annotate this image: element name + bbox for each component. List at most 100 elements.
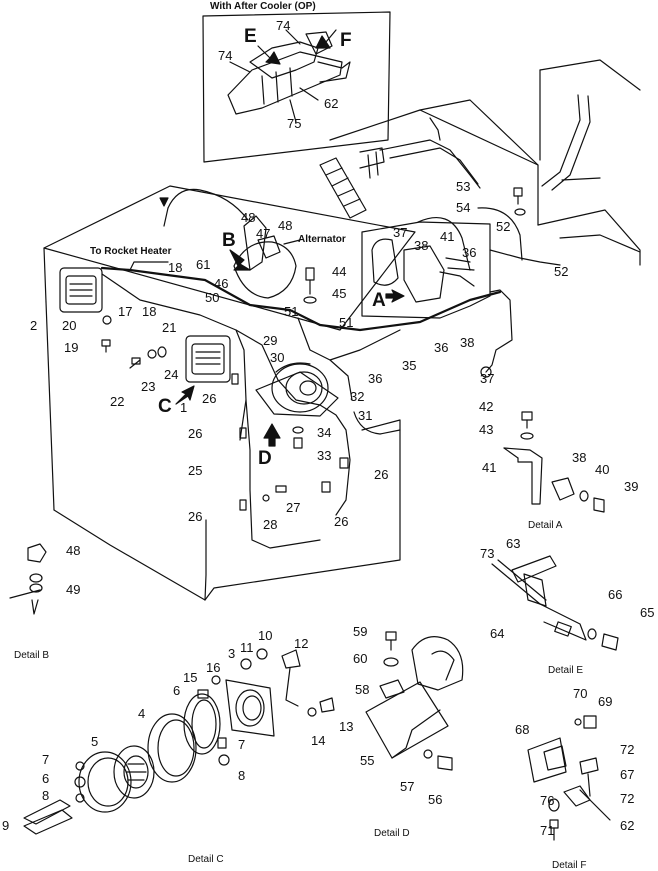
part-number-label: 48 [66,543,80,558]
part-number-label: 41 [440,229,454,244]
part-number-label: 53 [456,179,470,194]
heater-plug-center [185,335,231,383]
part-number-label: 58 [355,682,369,697]
part-number-label: 25 [188,463,202,478]
part-number-label: 12 [294,636,308,651]
part-number-label: 72 [620,742,634,757]
part-number-label: 20 [62,318,76,333]
fasteners-main [101,187,526,511]
part-number-label: 71 [540,823,554,838]
part-number-label: 38 [460,335,474,350]
part-number-label: 51 [284,304,298,319]
view-letter-b: B [222,230,236,251]
aftercooler-caption: With After Cooler (OP) [210,1,316,12]
part-number-label: 62 [620,818,634,833]
part-number-label: 38 [414,238,428,253]
part-number-label: 73 [480,546,494,561]
part-number-label: 27 [286,500,300,515]
part-number-label: 63 [506,536,520,551]
view-letter-f: F [340,30,352,51]
part-number-label: 55 [360,753,374,768]
part-number-label: 28 [263,517,277,532]
part-number-label: 8 [42,788,49,803]
part-number-label: 8 [238,768,245,783]
view-letter-d: D [258,448,272,469]
part-number-label: 75 [287,116,301,131]
alternator-assembly [233,215,301,299]
detail-a-caption: Detail A [528,520,563,531]
part-number-label: 7 [42,752,49,767]
part-number-label: 24 [164,367,178,382]
detail-d-caption: Detail D [374,828,410,839]
part-number-label: 39 [624,479,638,494]
detail-c-caption: Detail C [188,854,224,865]
part-number-label: 70 [573,686,587,701]
part-number-label: 51 [339,315,353,330]
detail-e: Detail E [491,555,619,676]
part-number-label: 37 [393,225,407,240]
part-number-label: 57 [400,779,414,794]
part-number-label: 74 [218,48,232,63]
view-letter-e: E [244,26,257,47]
part-number-label: 5 [91,734,98,749]
inset-pipe [317,61,351,83]
part-number-label: 52 [496,219,510,234]
part-number-label: 46 [214,276,228,291]
part-number-label: 13 [339,719,353,734]
main-housing [43,59,641,601]
part-number-label: 50 [205,290,219,305]
part-number-label: 60 [353,651,367,666]
part-number-label: 18 [168,260,182,275]
alternator-caption: Alternator [298,234,346,245]
part-number-label: 61 [196,257,210,272]
part-number-label: 18 [142,304,156,319]
part-number-label: 22 [110,394,124,409]
detail-f: Detail F [527,715,611,871]
arrow-d-icon [263,423,281,447]
view-letter-a: A [372,290,386,311]
part-number-label: 54 [456,200,470,215]
part-number-label: 14 [311,733,325,748]
arrow-f-icon [315,29,337,49]
part-number-label: 47 [256,226,270,241]
view-letter-c: C [158,396,172,417]
part-number-label: 74 [276,18,290,33]
part-number-label: 6 [173,683,180,698]
part-number-label: 36 [434,340,448,355]
arrow-c-icon [175,385,195,405]
tube-end-icon [159,197,169,207]
part-number-label: 4 [138,706,145,721]
part-number-label: 38 [572,450,586,465]
part-number-label: 16 [206,660,220,675]
part-number-label: 33 [317,448,331,463]
part-number-label: 72 [620,791,634,806]
part-number-label: 67 [620,767,634,782]
part-number-label: 48 [278,218,292,233]
part-number-label: 26 [334,514,348,529]
corrugated-tube [319,157,367,219]
part-number-label: 26 [374,467,388,482]
part-number-label: 62 [324,96,338,111]
detail-b: Detail B [9,543,49,661]
part-number-label: 26 [188,426,202,441]
part-number-label: 43 [479,422,493,437]
detail-b-caption: Detail B [14,650,49,661]
part-number-label: 3 [228,646,235,661]
arrow-e-icon [257,45,281,65]
rocket-heater-caption: To Rocket Heater [90,246,172,257]
part-number-label: 11 [240,640,254,655]
part-number-label: 2 [30,318,37,333]
detail-f-caption: Detail F [552,860,586,871]
part-number-label: 29 [263,333,277,348]
part-number-label: 10 [258,628,272,643]
part-number-label: 37 [480,371,494,386]
part-number-label: 42 [479,399,493,414]
detail-c: Detail C [23,648,335,865]
harness-routing [100,94,591,549]
part-number-label: 15 [183,670,197,685]
cylinder-component [255,362,339,417]
part-number-label: 59 [353,624,367,639]
relay-box [361,221,491,319]
